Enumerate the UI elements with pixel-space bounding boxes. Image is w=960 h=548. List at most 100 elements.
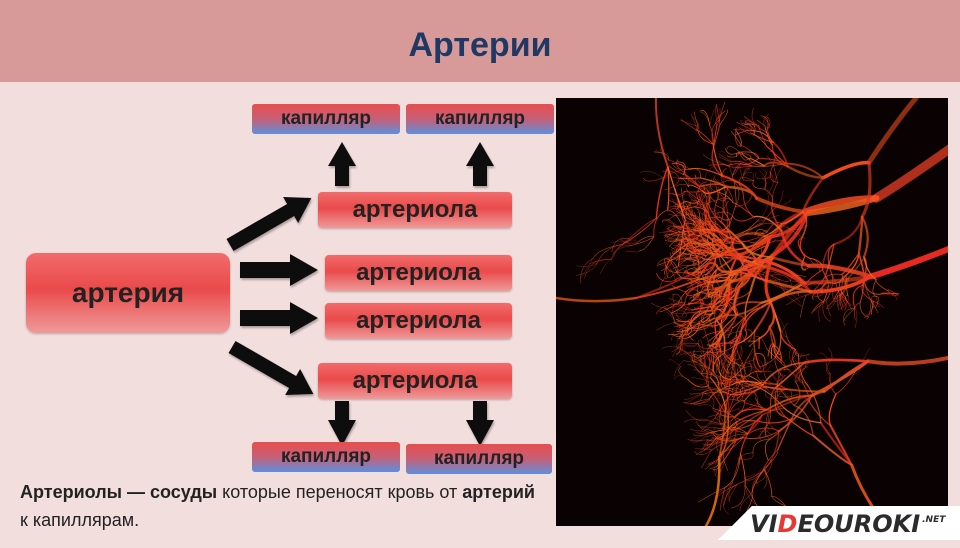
vessel-branch bbox=[684, 419, 707, 422]
arteriole-4: артериола bbox=[318, 363, 512, 399]
vessel-branch bbox=[786, 164, 823, 178]
arteriole-3: артериола bbox=[325, 303, 512, 339]
vessel-branch bbox=[743, 177, 754, 180]
vessel-branch bbox=[862, 163, 870, 217]
capillary-bottom-1: капилляр bbox=[252, 442, 400, 472]
vessel-branch bbox=[691, 114, 697, 130]
vessel-branch bbox=[705, 393, 714, 408]
vessel-branch bbox=[743, 193, 753, 217]
vessel-branch bbox=[719, 157, 732, 162]
vessel-branch bbox=[677, 310, 686, 316]
capillary-bottom-2: капилляр bbox=[406, 444, 552, 474]
vessel-branch bbox=[737, 346, 742, 363]
arrow-down-right bbox=[466, 401, 494, 446]
vessel-branch bbox=[868, 358, 948, 364]
vessel-branch bbox=[871, 248, 948, 277]
vessel-branch bbox=[728, 146, 740, 152]
vessel-branch bbox=[693, 388, 708, 389]
caption-plain-1: которые переносят кровь от bbox=[217, 482, 462, 502]
vessel-branch bbox=[600, 259, 612, 274]
vessel-branch bbox=[844, 308, 855, 325]
vessel-branch bbox=[747, 363, 752, 376]
artery-box: артерия bbox=[26, 253, 230, 333]
vessel-branch bbox=[669, 298, 682, 303]
vessel-branch bbox=[876, 148, 948, 198]
vessel-branch bbox=[727, 207, 735, 239]
vessel-branch bbox=[679, 367, 688, 380]
vessel-branch bbox=[668, 167, 669, 210]
vessel-branch bbox=[703, 325, 710, 347]
vessel-branch bbox=[837, 296, 839, 310]
vessel-branch bbox=[756, 172, 763, 178]
vessel-branch bbox=[729, 483, 733, 501]
vessel-branch bbox=[581, 259, 593, 279]
logo-part-1: VI bbox=[750, 510, 778, 538]
vessel-branch bbox=[753, 181, 765, 189]
vessel-branch bbox=[765, 439, 770, 460]
vessel-branch bbox=[854, 303, 860, 320]
vessel-branch bbox=[844, 308, 855, 320]
vessel-branch bbox=[841, 275, 842, 294]
vessel-branch bbox=[733, 216, 754, 221]
vessel-branch bbox=[713, 210, 720, 217]
vessel-branch bbox=[629, 218, 656, 238]
vessel-branch bbox=[759, 327, 770, 339]
vessel-branch bbox=[656, 304, 675, 314]
vessel-branch bbox=[702, 439, 716, 452]
vessel-branch bbox=[626, 250, 640, 252]
vessel-branch bbox=[671, 334, 677, 347]
vessel-branch bbox=[804, 360, 868, 363]
vessel-branch bbox=[768, 344, 773, 356]
vessel-branch bbox=[757, 469, 766, 483]
vessel-branch bbox=[743, 169, 749, 178]
vessel-branch bbox=[755, 354, 761, 368]
vessel-branch bbox=[823, 163, 869, 178]
vessel-branch bbox=[630, 237, 654, 246]
vessel-branch bbox=[776, 166, 783, 182]
caption-plain-2: к капиллярам. bbox=[20, 510, 139, 530]
caption-bold-2: артерий bbox=[462, 482, 535, 502]
vessel-branch bbox=[869, 98, 916, 163]
vessel-branch bbox=[707, 417, 734, 423]
vessel-branch bbox=[763, 469, 767, 488]
vessel-branch bbox=[755, 386, 756, 398]
vessel-branch bbox=[763, 170, 767, 179]
vessel-branch bbox=[684, 191, 702, 192]
vessel-branch bbox=[673, 313, 686, 314]
vessel-branch bbox=[703, 155, 724, 165]
vessel-branch bbox=[702, 418, 715, 431]
vessel-branch bbox=[800, 238, 809, 258]
vessel-branch bbox=[713, 178, 717, 192]
blood-vessels-drawing bbox=[556, 98, 948, 526]
vessel-branch bbox=[696, 440, 707, 455]
vessel-branch bbox=[746, 220, 759, 235]
vessel-branch bbox=[695, 449, 712, 450]
logo-part-2: D bbox=[778, 510, 798, 538]
vessel-branch bbox=[823, 302, 831, 322]
vessel-branch bbox=[829, 394, 836, 426]
vessel-branch bbox=[576, 263, 597, 266]
logo-part-4: .NET bbox=[922, 515, 945, 525]
vessel-branch bbox=[745, 348, 753, 363]
vessel-branch bbox=[664, 308, 675, 323]
arteriole-2: артериола bbox=[325, 255, 512, 291]
vessel-branch bbox=[662, 347, 676, 350]
vessel-branch bbox=[864, 280, 881, 294]
vessel-branch bbox=[656, 98, 668, 167]
arrow-up-right bbox=[466, 142, 494, 186]
vessel-branch bbox=[640, 237, 654, 251]
arrow-to-arteriole-3 bbox=[240, 302, 318, 334]
vessel-branch bbox=[819, 302, 824, 322]
vessel-branch bbox=[834, 217, 862, 245]
arrow-to-arteriole-2 bbox=[240, 254, 318, 286]
vessel-branch bbox=[821, 423, 852, 465]
vessel-branch bbox=[731, 486, 745, 508]
vessel-branch bbox=[757, 198, 805, 212]
vessel-branch bbox=[786, 333, 799, 354]
vessel-branch bbox=[676, 184, 688, 186]
blood-vessels-image bbox=[556, 98, 948, 526]
vessel-branch bbox=[758, 419, 792, 423]
caption-bold-1: Артериолы — сосуды bbox=[20, 482, 217, 502]
vessel-branch bbox=[820, 353, 828, 360]
vessel-branch bbox=[690, 191, 702, 204]
